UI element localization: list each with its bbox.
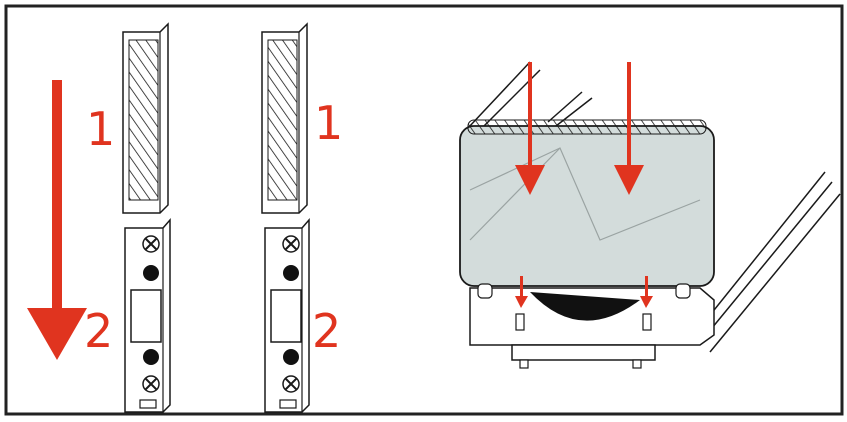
- small-down-arrow-icon: [515, 276, 528, 308]
- step-number-left-1: 1: [86, 102, 116, 156]
- large-down-arrow-icon: [27, 80, 87, 360]
- step-number-right-2: 2: [312, 304, 342, 358]
- step-number-right-1: 1: [314, 96, 344, 150]
- device-base-bracket: [469, 287, 715, 369]
- screw-icon: [142, 235, 160, 253]
- wall-heater-device: [459, 119, 715, 299]
- mounting-hole-icon: [283, 349, 299, 365]
- mounting-bracket-right: [264, 218, 310, 413]
- step-number-left-2: 2: [84, 304, 114, 358]
- down-arrow-icon: [614, 62, 644, 195]
- mounting-hole-icon: [143, 349, 159, 365]
- mounting-bracket-left: [124, 218, 171, 413]
- diagram-border: [4, 4, 844, 416]
- screw-icon: [282, 235, 300, 253]
- mounting-hole-icon: [143, 265, 159, 281]
- vent-cover-right: [261, 22, 308, 214]
- small-down-arrow-icon: [640, 276, 653, 308]
- mounting-hole-icon: [283, 265, 299, 281]
- vent-cover-left: [122, 22, 169, 214]
- down-arrow-icon: [515, 62, 545, 195]
- screw-icon: [282, 375, 300, 393]
- screw-icon: [142, 375, 160, 393]
